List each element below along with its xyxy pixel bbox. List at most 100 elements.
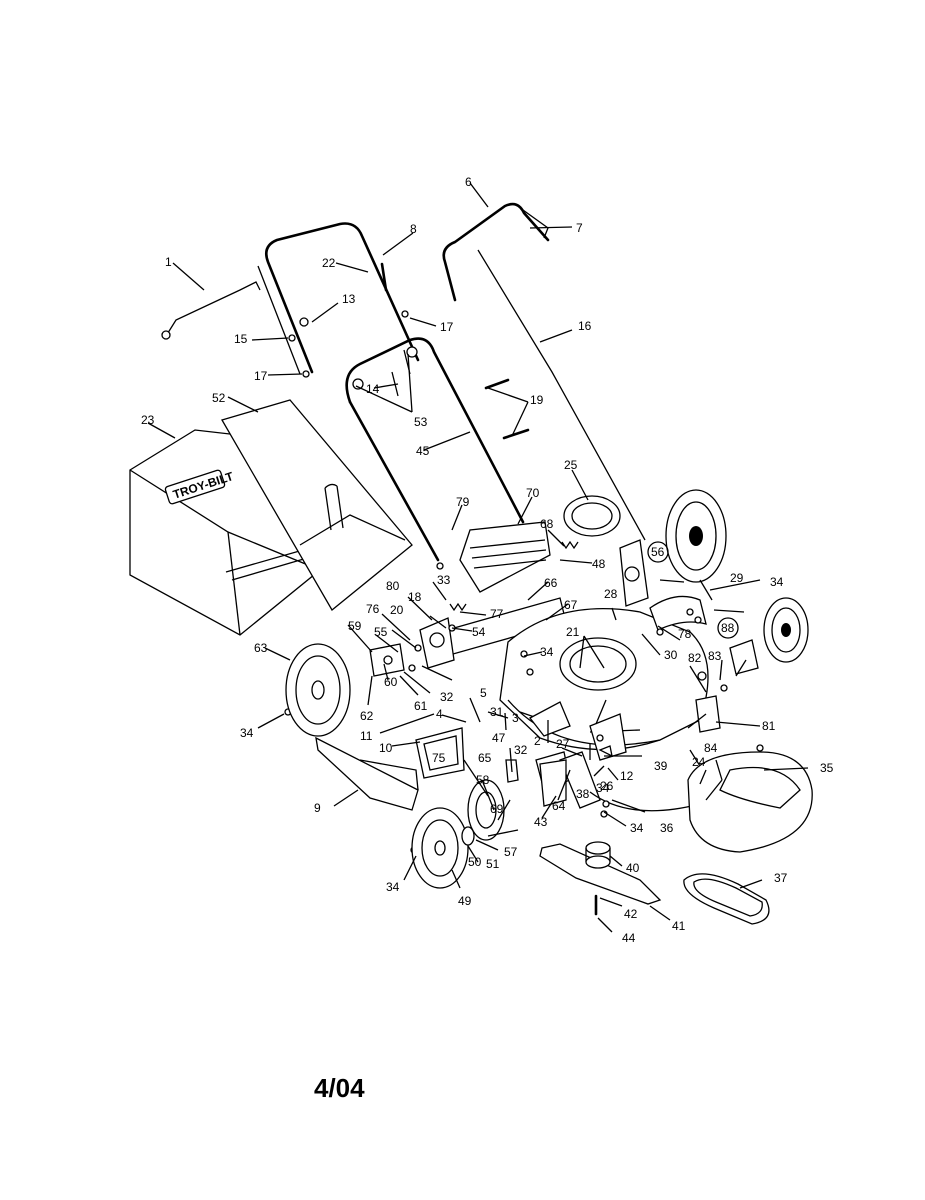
bag-frame bbox=[221, 399, 413, 611]
callout-63: 63 bbox=[254, 641, 268, 655]
callout-49: 49 bbox=[458, 894, 472, 908]
blade-adapter bbox=[585, 841, 611, 869]
callout-19: 19 bbox=[530, 393, 544, 407]
mulch-plug bbox=[415, 727, 465, 779]
callout-33: 33 bbox=[437, 573, 451, 587]
cable bbox=[477, 249, 646, 541]
callout-29: 29 bbox=[730, 571, 744, 585]
callout-43: 43 bbox=[534, 815, 548, 829]
callout-45: 45 bbox=[416, 444, 430, 458]
callout-2: 2 bbox=[534, 734, 541, 748]
wheel-rear-left bbox=[285, 643, 351, 737]
callout-88: 88 bbox=[721, 621, 735, 635]
callout-20: 20 bbox=[390, 603, 404, 617]
callout-11: 11 bbox=[360, 729, 373, 743]
deck-wash-pieces bbox=[529, 701, 613, 758]
callout-6: 6 bbox=[465, 175, 472, 189]
callout-37: 37 bbox=[774, 871, 788, 885]
callout-65: 65 bbox=[478, 751, 492, 765]
callout-79: 79 bbox=[456, 495, 470, 509]
rear-door bbox=[459, 521, 551, 593]
callout-13: 13 bbox=[342, 292, 356, 306]
callout-8: 8 bbox=[410, 222, 417, 236]
callout-52: 52 bbox=[212, 391, 226, 405]
height-adjuster-front-right bbox=[695, 639, 759, 733]
callout-34e: 34 bbox=[386, 880, 400, 894]
callout-1: 1 bbox=[165, 255, 172, 269]
callout-47: 47 bbox=[492, 731, 506, 745]
callout-61: 61 bbox=[414, 699, 428, 713]
callout-40: 40 bbox=[626, 861, 640, 875]
blade bbox=[539, 843, 662, 905]
callout-53: 53 bbox=[414, 415, 428, 429]
callout-30: 30 bbox=[664, 648, 678, 662]
callout-39: 39 bbox=[654, 759, 668, 773]
callout-44: 44 bbox=[622, 931, 636, 945]
callout-34b: 34 bbox=[540, 645, 554, 659]
callout-50: 50 bbox=[468, 855, 482, 869]
callout-3: 3 bbox=[512, 711, 519, 725]
engine-cover-shroud bbox=[687, 751, 813, 853]
callout-35: 35 bbox=[820, 761, 834, 775]
callout-31: 31 bbox=[490, 705, 504, 719]
callout-42: 42 bbox=[624, 907, 638, 921]
callout-54: 54 bbox=[472, 625, 486, 639]
wheel-front-right bbox=[763, 597, 809, 663]
callout-12: 12 bbox=[620, 769, 634, 783]
callout-34c: 34 bbox=[770, 575, 784, 589]
callout-18: 18 bbox=[408, 590, 422, 604]
callout-81: 81 bbox=[762, 719, 776, 733]
deflector-rear bbox=[649, 595, 707, 631]
callout-64: 64 bbox=[552, 799, 566, 813]
callout-41: 41 bbox=[672, 919, 686, 933]
callout-36: 36 bbox=[660, 821, 674, 835]
wheel-front-left bbox=[411, 807, 469, 889]
callout-60: 60 bbox=[384, 675, 398, 689]
belt bbox=[683, 873, 770, 925]
callout-67: 67 bbox=[564, 598, 578, 612]
callout-22: 22 bbox=[322, 256, 336, 270]
callout-7: 7 bbox=[576, 221, 583, 235]
callout-17b: 17 bbox=[254, 369, 268, 383]
pinion bbox=[461, 826, 475, 846]
callout-32b: 32 bbox=[514, 743, 528, 757]
side-discharge-chute bbox=[315, 736, 419, 811]
callout-21: 21 bbox=[566, 625, 580, 639]
callout-labels: 1 2 3 4 5 6 7 8 9 10 11 12 13 14 15 16 1… bbox=[141, 175, 834, 945]
callout-34a: 34 bbox=[240, 726, 254, 740]
callout-76: 76 bbox=[366, 602, 380, 616]
callout-15: 15 bbox=[234, 332, 248, 346]
callout-26: 26 bbox=[600, 779, 614, 793]
callout-25: 25 bbox=[564, 458, 578, 472]
callout-32a: 32 bbox=[440, 690, 454, 704]
callout-84: 84 bbox=[704, 741, 718, 755]
callout-51: 51 bbox=[486, 857, 500, 871]
callout-59: 59 bbox=[348, 619, 362, 633]
callout-62: 62 bbox=[360, 709, 374, 723]
callout-9: 9 bbox=[314, 801, 321, 815]
height-adjuster-rear-right bbox=[619, 539, 649, 607]
callout-27: 27 bbox=[556, 737, 570, 751]
control-bar bbox=[442, 202, 550, 302]
date-code: 4/04 bbox=[314, 1073, 365, 1103]
height-adjuster-rear-left bbox=[419, 617, 455, 669]
wire-guide bbox=[563, 495, 621, 537]
callout-68: 68 bbox=[540, 517, 554, 531]
callout-69: 69 bbox=[490, 802, 504, 816]
mower-deck bbox=[499, 607, 709, 761]
wire-link bbox=[161, 281, 261, 340]
callout-48: 48 bbox=[592, 557, 606, 571]
callout-16: 16 bbox=[578, 319, 592, 333]
callout-38: 38 bbox=[576, 787, 590, 801]
callout-82: 82 bbox=[688, 651, 702, 665]
axle-bracket bbox=[369, 643, 405, 677]
callout-56-ring bbox=[647, 541, 669, 563]
callout-55: 55 bbox=[374, 625, 388, 639]
wheel-rear-right bbox=[665, 489, 727, 583]
callout-28: 28 bbox=[604, 587, 618, 601]
callout-10: 10 bbox=[379, 741, 393, 755]
callout-14: 14 bbox=[366, 382, 380, 396]
leader-lines bbox=[147, 182, 809, 933]
callout-34f: 34 bbox=[596, 781, 610, 795]
